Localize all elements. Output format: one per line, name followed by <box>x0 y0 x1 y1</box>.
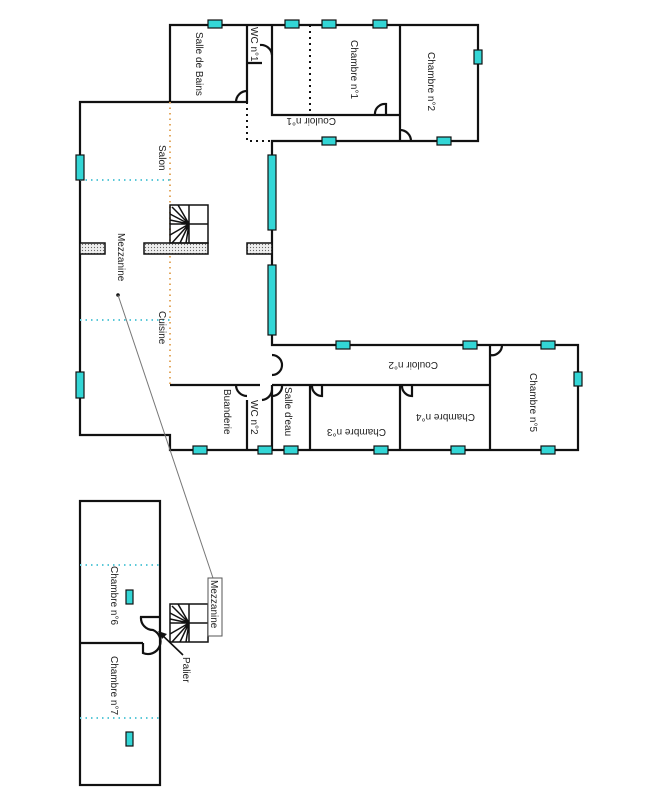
upper-staircase-icon <box>169 603 209 643</box>
label-salle-eau: Salle d'eau <box>282 387 293 436</box>
corridor-1-opening <box>246 102 272 142</box>
ground-floor-walls <box>78 23 580 452</box>
palier-arrow-icon <box>158 631 184 656</box>
label-mezzanine: Mezzanine <box>115 233 126 282</box>
window <box>125 731 134 747</box>
mezzanine-callout-box <box>207 577 223 637</box>
pillars <box>79 242 273 255</box>
label-salle-de-bains: Salle de Bains <box>193 32 204 96</box>
label-chambre2: Chambre n°2 <box>425 52 436 111</box>
label-wc2: WC n°2 <box>248 400 259 435</box>
label-chambre1: Chambre n°1 <box>348 40 359 99</box>
label-wc1: WC n°1 <box>248 27 259 62</box>
staircase-icon <box>169 204 209 244</box>
label-palier: Palier <box>180 657 191 683</box>
zone-divider-lines <box>80 179 170 321</box>
label-chambre4: Chambre n°4 <box>416 411 475 422</box>
windows <box>75 19 583 455</box>
upper-floor-walls <box>78 499 162 787</box>
upper-zone-lines <box>80 564 160 719</box>
label-buanderie: Buanderie <box>221 389 232 435</box>
label-salon: Salon <box>156 145 167 171</box>
label-chambre3: Chambre n°3 <box>327 426 386 437</box>
label-couloir2: Couloir n°2 <box>388 359 438 370</box>
label-couloir1: Couloir n°1 <box>286 115 336 126</box>
label-chambre7: Chambre n°7 <box>108 656 119 715</box>
label-chambre5: Chambre n°5 <box>527 373 538 432</box>
door-arcs <box>234 43 504 402</box>
label-cuisine: Cuisine <box>156 311 167 345</box>
window <box>125 589 134 605</box>
label-mezzanine-callout: Mezzanine <box>208 580 219 629</box>
label-chambre6: Chambre n°6 <box>108 566 119 625</box>
callout-line <box>117 294 214 579</box>
